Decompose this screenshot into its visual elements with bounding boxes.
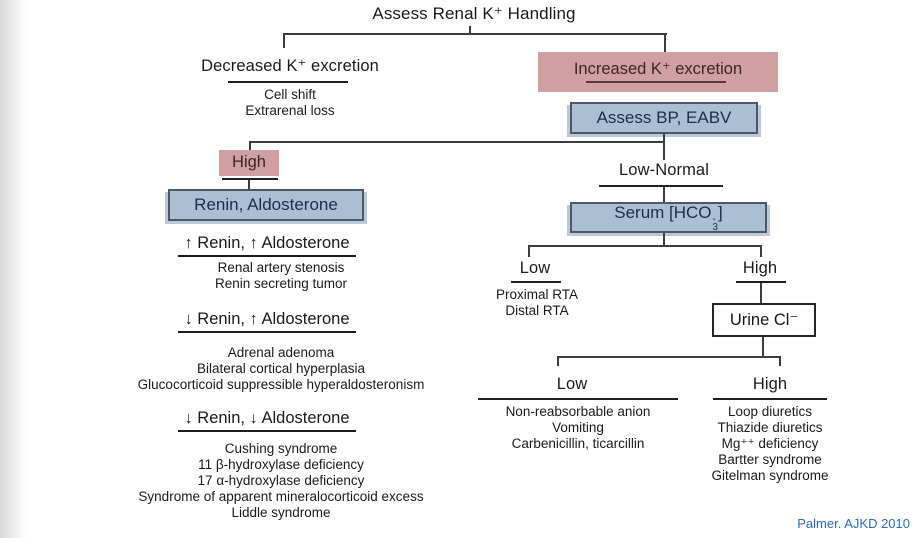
connector-top-left-drop [283,33,285,48]
increased-label: Increased K⁺ excretion [573,60,743,78]
list-item: Vomiting [552,420,604,435]
node-hco3-high: High [742,259,778,277]
serum-hco3-sub: 3 [712,222,719,234]
connector-urine-vline [762,337,764,358]
citation-text: Palmer. AJKD 2010 [797,516,910,531]
list-item: 11 β-hydroxylase deficiency [198,457,364,472]
node-hco3-low: Low [519,259,551,277]
list-item: Bartter syndrome [718,452,822,467]
connector-top-right-drop [664,33,666,53]
connector-serum-left-drop [528,245,530,257]
list-item: Non-reabsorbable anion [505,404,651,419]
connector-serum-hline [528,245,762,247]
connector-serum-vline [663,233,665,247]
connector-title-stub [469,26,471,34]
list-item: Gitelman syndrome [711,468,829,483]
connector-high-stub [248,180,250,189]
list-item: Glucocorticoid suppressible hyperaldoste… [137,377,425,392]
serum-hco3-suffix: ] [718,203,723,223]
node-increased-k-excretion: Increased K⁺ excretion [538,52,778,92]
list-item: Cell shift [264,87,316,102]
node-assess-bp-eabv: Assess BP, EABV [570,102,758,134]
page-edge-gradient [0,0,26,538]
serum-hco3-sup: - [712,214,716,226]
section-down-renin-down-aldo: ↓ Renin, ↓ Aldosterone [117,409,417,432]
serum-hco3-prefix: Serum [HCO [614,203,712,223]
connector-lownormal-stub [663,187,665,203]
connector-urine-hline [557,356,781,358]
list-item: Thiazide diuretics [717,420,823,435]
list-item: Liddle syndrome [231,505,331,520]
hco3-low-items: Proximal RTA Distal RTA [462,287,612,319]
node-bp-high: High [219,150,279,176]
connector-top-hline [283,33,667,35]
list-item: Loop diuretics [727,404,813,419]
diagram-title: Assess Renal K⁺ Handling [372,4,576,23]
node-serum-hco3: Serum [HCO-3] [570,202,767,233]
list-item: Mg⁺⁺ deficiency [721,436,819,451]
underline-ucl-low [478,398,678,400]
section-down-renin-up-aldo-items: Adrenal adenoma Bilateral cortical hyper… [131,345,431,393]
list-item: 17 α-hydroxylase deficiency [197,473,365,488]
assess-bp-label: Assess BP, EABV [596,108,732,127]
node-ucl-low: Low [556,375,588,393]
underline-increased [586,81,726,83]
connector-urine-right-drop [779,356,781,366]
node-urine-cl: Urine Cl⁻ [712,303,816,337]
renin-aldosterone-label: Renin, Aldosterone [194,195,338,214]
serum-hco3-label: Serum [HCO-3] [614,203,723,232]
list-item: Adrenal adenoma [227,345,335,360]
decreased-items: Cell shift Extrarenal loss [180,87,400,119]
list-item: Renin secreting tumor [214,276,348,291]
list-item: Bilateral cortical hyperplasia [196,361,366,376]
list-item: Carbenicillin, ticarcillin [511,436,645,451]
list-item: Proximal RTA [495,287,578,302]
ucl-low-items: Non-reabsorbable anion Vomiting Carbenic… [478,404,678,452]
section-up-renin-up-aldo-items: Renal artery stenosis Renin secreting tu… [131,260,431,292]
connector-urine-left-drop [557,356,559,366]
serum-hco3-subsup: -3 [712,214,719,234]
node-ucl-high: High [752,375,788,393]
section-down-renin-up-aldo: ↓ Renin, ↑ Aldosterone [117,310,417,333]
node-renin-aldosterone: Renin, Aldosterone [168,189,364,221]
underline-low-normal [599,185,723,187]
list-item: Renal artery stenosis [217,260,345,275]
ucl-high-items: Loop diuretics Thiazide diuretics Mg⁺⁺ d… [695,404,845,484]
list-item: Extrarenal loss [245,103,335,118]
list-item: Distal RTA [505,303,569,318]
section-heading: ↓ Renin, ↑ Aldosterone [178,310,356,333]
section-heading: ↑ Renin, ↑ Aldosterone [178,234,356,257]
list-item: Syndrome of apparent mineralocorticoid e… [138,489,424,504]
list-item: Cushing syndrome [224,441,338,456]
underline-decreased [228,81,348,83]
connector-hco3high-stub [760,283,762,304]
connector-serum-right-drop [760,245,762,257]
underline-hco3-high [736,281,786,283]
connector-bp-left-drop [249,141,251,152]
underline-hco3-low [511,281,561,283]
connector-bp-vline [663,133,665,160]
section-down-renin-down-aldo-items: Cushing syndrome 11 β-hydroxylase defici… [131,441,431,521]
underline-ucl-high [713,398,827,400]
connector-bp-hline [249,141,665,143]
urine-cl-label: Urine Cl⁻ [729,311,799,329]
bp-high-label: High [232,153,266,171]
underline-bp-high [222,178,278,180]
node-decreased-k-excretion: Decreased K⁺ excretion [201,57,379,75]
node-bp-low-normal: Low-Normal [619,161,709,179]
section-heading: ↓ Renin, ↓ Aldosterone [178,409,356,432]
section-up-renin-up-aldo: ↑ Renin, ↑ Aldosterone [117,234,417,257]
